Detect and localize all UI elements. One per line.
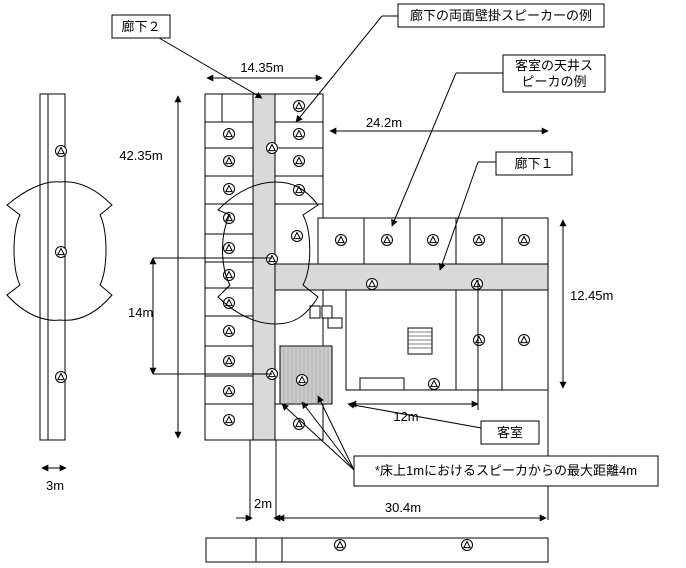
speaker-icon xyxy=(427,234,439,246)
guest-room-column xyxy=(204,93,254,441)
dim-2: 2m xyxy=(254,496,272,511)
stair-block xyxy=(279,345,333,405)
dim-42-35: 42.35m xyxy=(119,148,162,163)
label-guest-room: 客室 xyxy=(480,420,540,445)
dim-12: 12m xyxy=(393,409,418,424)
speaker-icon xyxy=(223,242,235,254)
speaker-icon xyxy=(296,374,308,386)
right-wing xyxy=(274,217,549,391)
speaker-icon xyxy=(293,155,305,167)
speaker-icon xyxy=(518,234,530,246)
corridor-1 xyxy=(274,263,549,291)
label-max-distance-note: *床上1mにおけるスピーカからの最大距離4m xyxy=(353,455,659,487)
speaker-icon xyxy=(266,142,278,154)
speaker-icon xyxy=(291,230,303,242)
svg-text:客室の天井ス: 客室の天井ス xyxy=(515,58,593,73)
speaker-icon xyxy=(473,234,485,246)
left-corridor-detail xyxy=(6,93,113,441)
coverage-shape-left xyxy=(6,181,113,321)
speaker-icon xyxy=(55,371,67,383)
label-corridor-2: 廊下２ xyxy=(111,14,171,39)
speaker-icon xyxy=(223,128,235,140)
svg-text:ピーカの例: ピーカの例 xyxy=(521,74,586,89)
speaker-icon xyxy=(223,385,235,397)
speaker-icon xyxy=(293,128,305,140)
dim-30-4: 30.4m xyxy=(385,500,421,515)
svg-text:*床上1mにおけるスピーカからの最大距離4m: *床上1mにおけるスピーカからの最大距離4m xyxy=(375,463,637,478)
label-wall-speaker-example: 廊下の両面壁掛スピーカーの例 xyxy=(397,3,605,28)
speaker-icon xyxy=(223,355,235,367)
speaker-icon xyxy=(335,234,347,246)
coverage-shape-corridor xyxy=(217,181,319,325)
label-ceiling-speaker-example: 客室の天井ス ピーカの例 xyxy=(502,54,606,93)
speaker-icon xyxy=(223,155,235,167)
speaker-icon xyxy=(293,100,305,112)
label-corridor-1: 廊下１ xyxy=(495,151,573,176)
speaker-icon xyxy=(518,334,530,346)
speaker-icon xyxy=(223,183,235,195)
speaker-icon xyxy=(266,253,278,265)
speaker-icon xyxy=(381,234,393,246)
speaker-icon xyxy=(55,145,67,157)
dim-24-2: 24.2m xyxy=(366,115,402,130)
speaker-icon xyxy=(55,246,67,258)
speaker-icon xyxy=(471,278,483,290)
svg-text:廊下２: 廊下２ xyxy=(121,19,160,34)
dim-3: 3m xyxy=(46,478,64,493)
speaker-icon xyxy=(366,278,378,290)
bottom-corridor-detail xyxy=(205,537,549,563)
speaker-icon xyxy=(334,539,346,551)
dim-14-35: 14.35m xyxy=(240,60,283,75)
speaker-icon xyxy=(461,539,473,551)
speaker-icon xyxy=(223,325,235,337)
speaker-icon xyxy=(428,378,440,390)
svg-text:廊下の両面壁掛スピーカーの例: 廊下の両面壁掛スピーカーの例 xyxy=(410,8,592,23)
dim-14: 14m xyxy=(128,305,153,320)
svg-text:廊下１: 廊下１ xyxy=(514,156,553,171)
speaker-icon xyxy=(473,334,485,346)
speaker-icon xyxy=(223,414,235,426)
svg-text:客室: 客室 xyxy=(497,425,523,440)
dim-12-45: 12.45m xyxy=(570,288,613,303)
